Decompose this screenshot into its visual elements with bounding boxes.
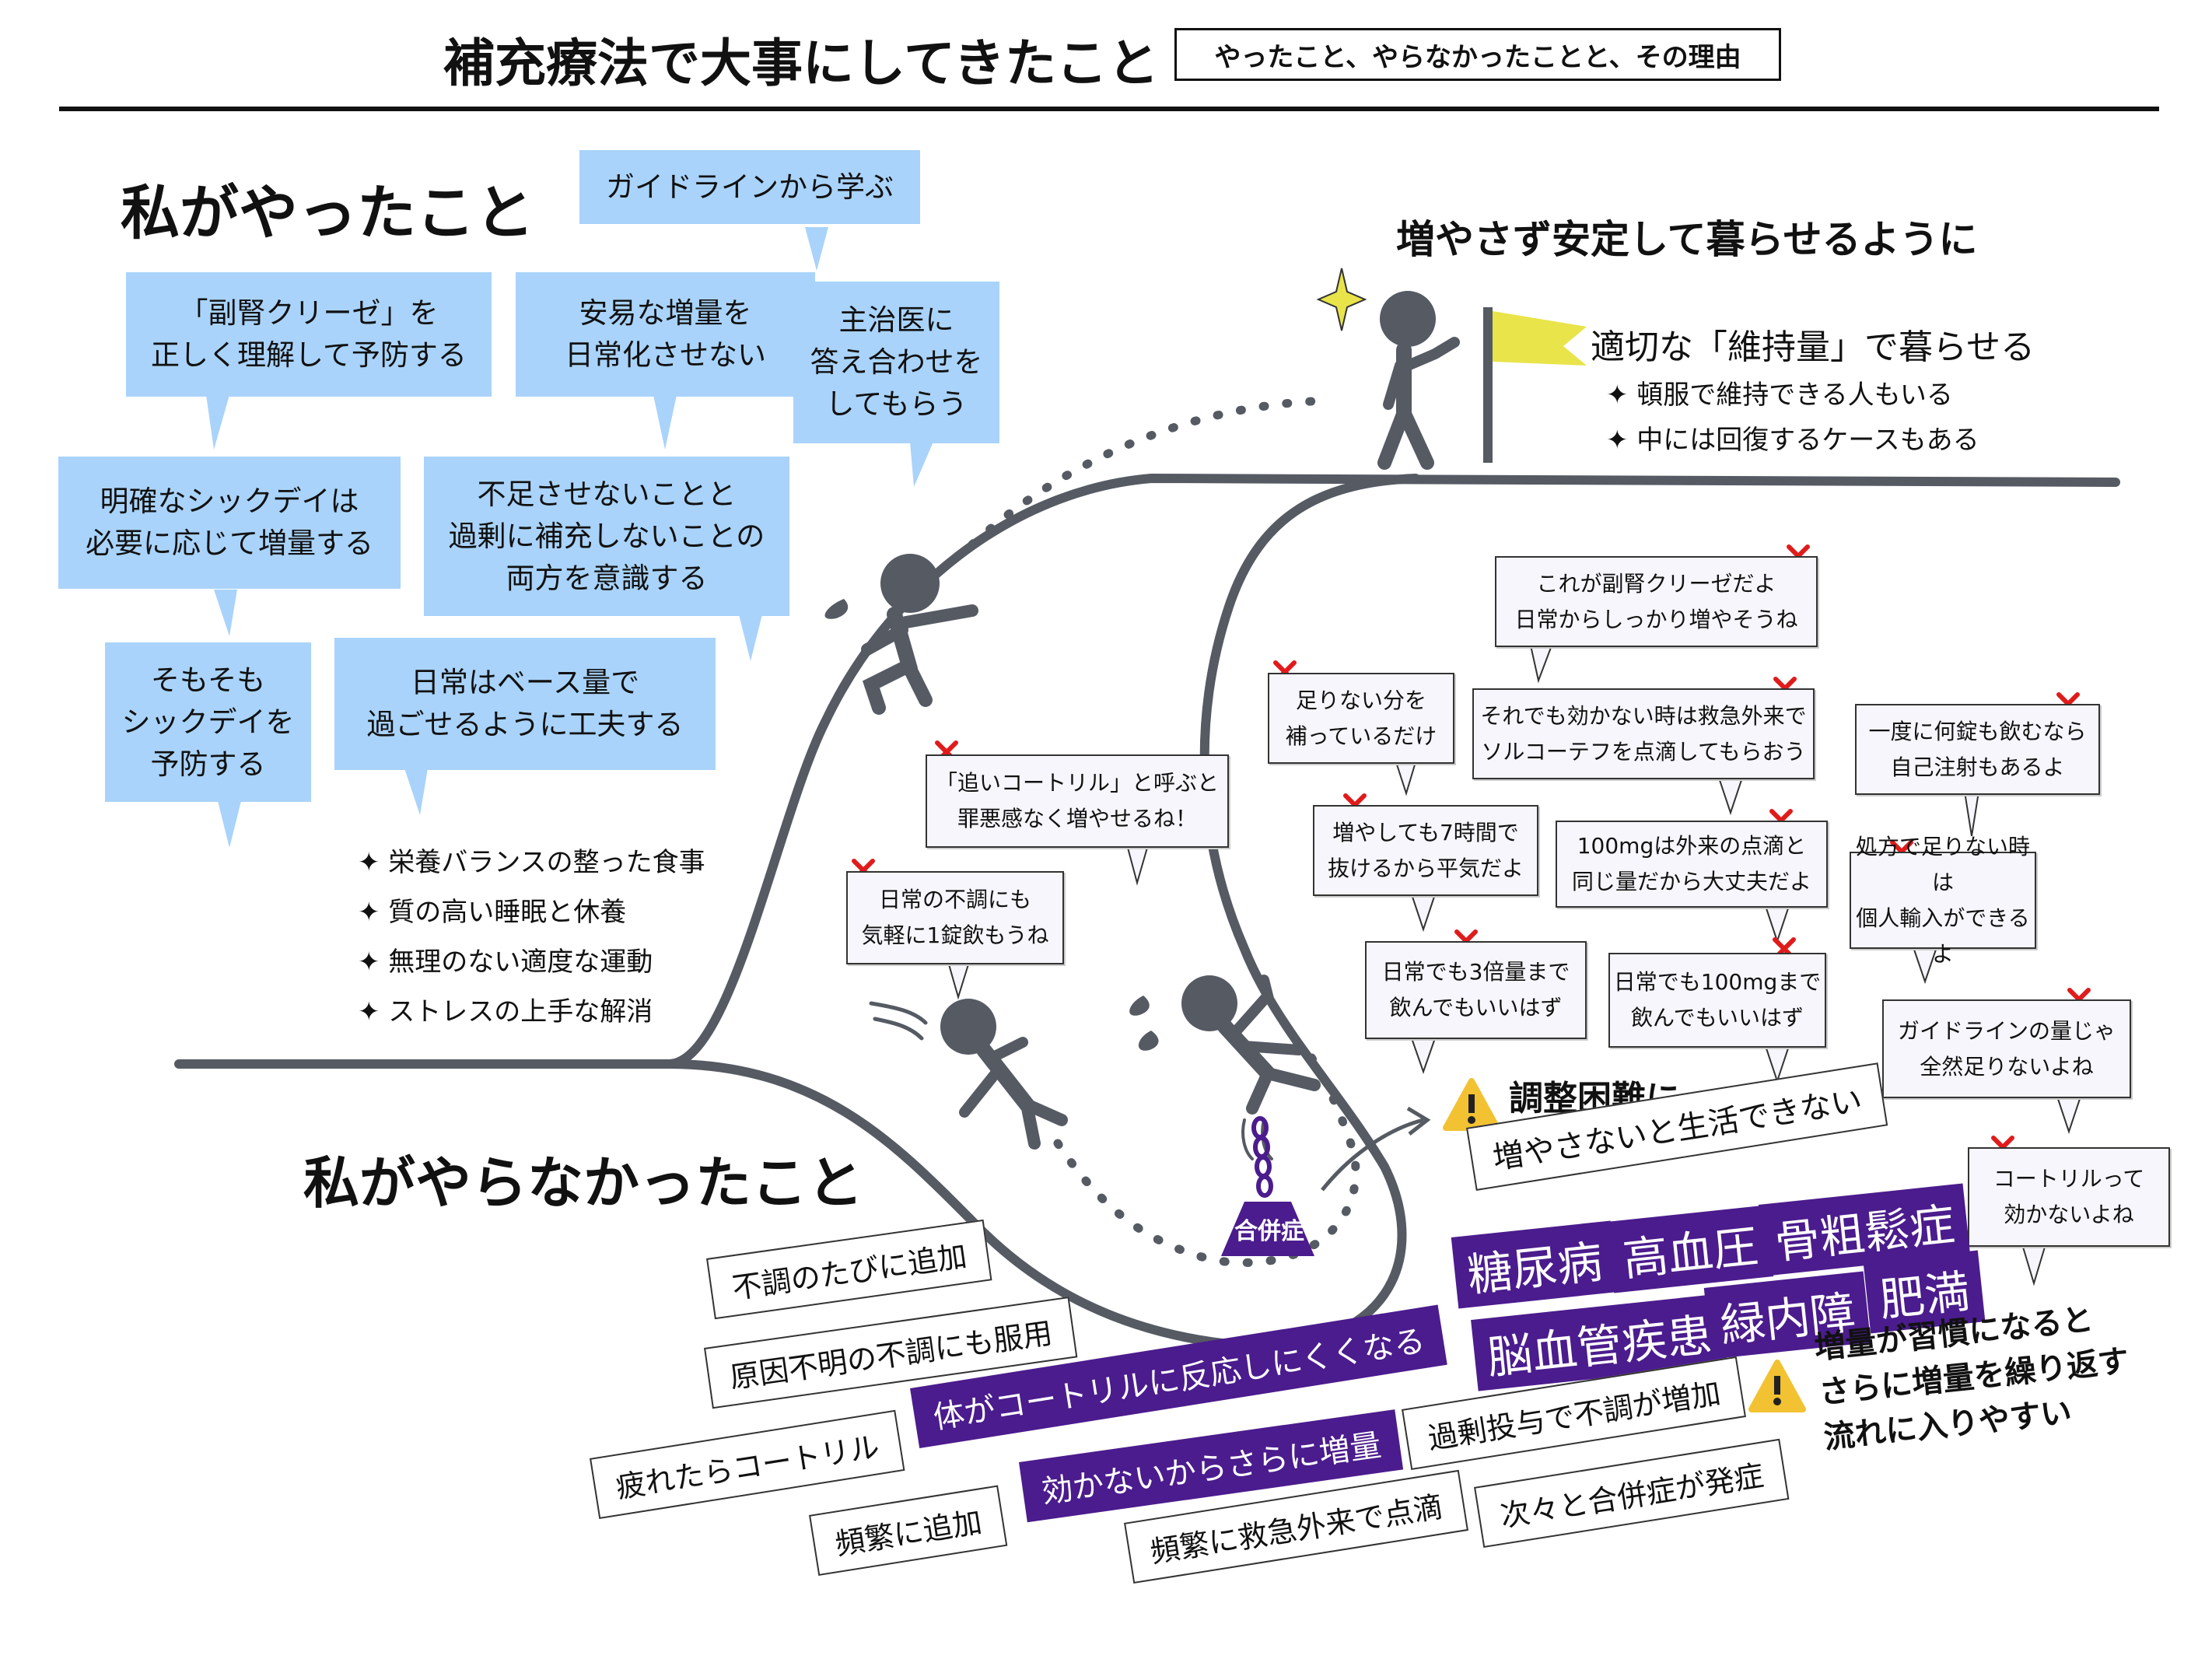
bubble-injection: 一度に何錠も飲むなら 自己注射もあるよ [1855,704,2100,795]
bubble-100mg-iv: 100mgは外来の点滴と 同じ量だから大丈夫だよ [1556,821,1828,908]
header-divider [59,107,2159,111]
did-box-sickday: 明確なシックデイは 必要に応じて増量する [58,457,401,589]
bubble-guideline-short: ガイドラインの量じゃ 全然足りないよね [1882,999,2131,1098]
dotted-path-pit [1053,1045,1360,1267]
climbing-person-icon [824,554,978,715]
not-did-heading: 私がやらなかったこと [303,1150,864,1216]
stable-point: ✦ 頓服で維持できる人もいる [1606,380,1953,411]
did-box-no-increase: 安易な増量を 日常化させない [516,272,815,397]
did-list: ✦ 栄養バランスの整った食事 ✦ 質の高い睡眠と休養 ✦ 無理のない適度な運動 … [358,838,705,1037]
bubble-supplement: 足りない分を 補っているだけ [1268,673,1454,764]
path-curve-rise [174,473,2120,1069]
falling-person-icon [869,999,1068,1150]
sliding-person-icon [1129,975,1321,1160]
did-heading: 私がやったこと [121,178,534,247]
stable-point: ✦ 中には回復するケースもある [1606,425,1979,456]
bubble-crisis: これが副腎クリーゼだよ 日常からしっかり増やそうね [1495,556,1818,647]
weight-label: 合併症 [1234,1218,1304,1245]
dotted-path-upper [968,396,1335,549]
bubble-import: 処方で足りない時は 個人輸入ができるよ [1850,834,2036,967]
warning-icon-habit [1748,1360,1806,1412]
stable-main: 適切な「維持量」で暮らせる [1591,327,2035,367]
bubble-emergency: それでも効かない時は救急外来で ソルコーテフを点滴してもらおう [1472,688,1815,779]
did-box-doctor: 主治医に 答え合わせを してもらう [793,282,999,443]
weight-icon [1221,1202,1314,1256]
did-box-crisis: 「副腎クリーゼ」を 正しく理解して予防する [126,272,492,397]
chain-icon [1251,1116,1273,1198]
stable-heading: 増やさず安定して暮らせるように [1396,217,1978,262]
page-subtitle: やったこと、やらなかったことと、その理由 [1174,28,1781,81]
blue-box-tails [206,227,933,848]
sparkle-icon [1316,268,1367,331]
did-list-item: ✦ 栄養バランスの整った食事 [358,847,705,878]
page-title: 補充療法で大事にしてきたこと [443,33,1160,93]
did-list-item: ✦ 無理のない適度な運動 [358,947,653,978]
bubble-100mg-daily: 日常でも100mgまで 飲んでもいいはず [1608,953,1826,1048]
did-box-prevent: そもそも シックデイを 予防する [105,642,311,802]
standing-person-icon [1377,291,1460,470]
bubble-daily-1-pill: 日常の不調にも 気軽に1錠飲もうね [846,871,1064,964]
bubble-not-effective: コートリルって 効かないよね [1968,1147,2170,1247]
warning-icon-adjust [1443,1078,1500,1131]
path-curve-pit [664,474,1420,1351]
bubble-oi-cortril: 「追いコートリル」と呼ぶと 罪悪感なく増やせるね！ [926,754,1229,848]
did-box-balance: 不足させないことと 過剰に補充しないことの 両方を意識する [424,457,789,616]
bubble-3x-dose: 日常でも3倍量まで 飲んでもいいはず [1365,941,1587,1039]
arrow-icon [1321,1118,1424,1192]
flag-icon [1483,307,1587,463]
did-list-item: ✦ ストレスの上手な解消 [358,996,653,1027]
did-box-base-dose: 日常はベース量で 過ごせるように工夫する [334,638,716,770]
bubble-7-hours: 増やしても7時間で 抜けるから平気だよ [1313,805,1538,896]
did-box-guideline: ガイドラインから学ぶ [579,150,920,224]
did-list-item: ✦ 質の高い睡眠と休養 [358,897,627,928]
